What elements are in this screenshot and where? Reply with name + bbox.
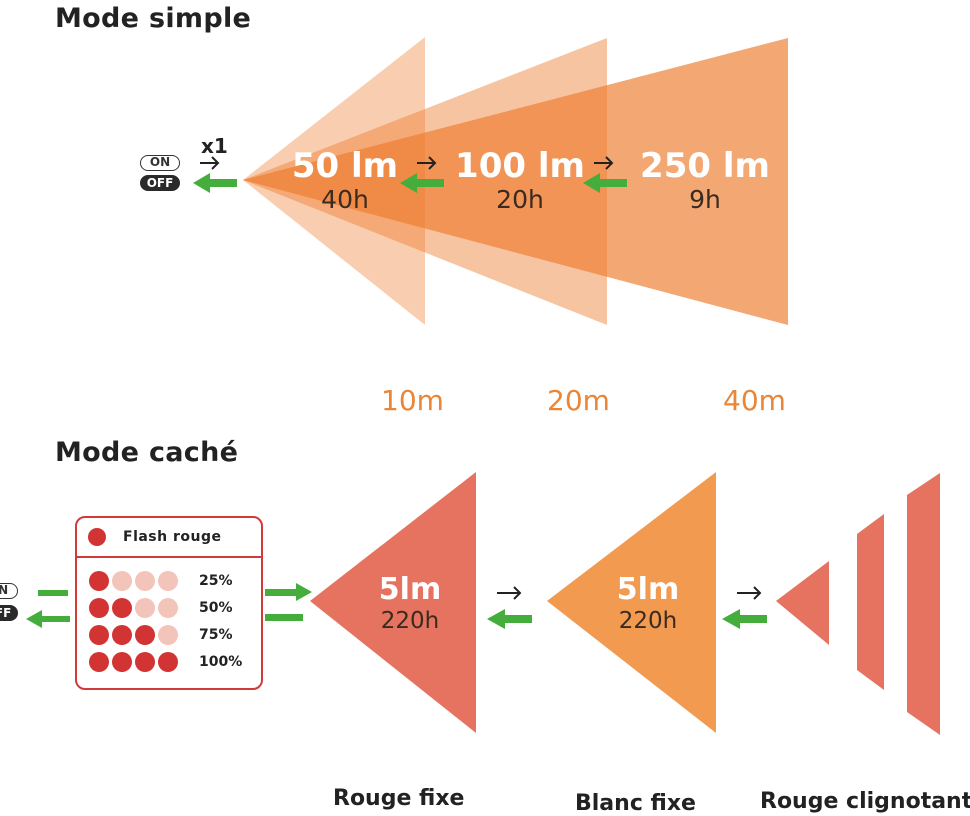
mode-simple-diagram (193, 37, 788, 325)
empty-dot-icon (158, 597, 178, 618)
panel-header: Flash rouge (77, 518, 261, 558)
forward-arrow-icon (737, 586, 762, 600)
beam-duration-label: 20h (496, 185, 544, 214)
on-badge: ON (0, 583, 18, 599)
battery-level-list: 25% 50% 75% 100% (77, 558, 261, 675)
beam-rouge-fixe (310, 472, 476, 733)
battery-level-row: 75% (89, 621, 261, 648)
empty-dot-icon (112, 570, 132, 591)
forward-arrow-icon (200, 156, 220, 170)
filled-dot-icon (89, 597, 109, 618)
forward-arrow-icon (417, 156, 437, 170)
filled-dot-icon (89, 570, 109, 591)
off-badge: OFF (140, 175, 180, 191)
back-arrow-icon (400, 173, 444, 193)
distance-label: 10m (381, 384, 444, 417)
filled-dot-icon (135, 651, 155, 672)
beam-mode-label: Rouge clignotant (760, 789, 970, 814)
distance-label: 20m (547, 384, 610, 417)
back-arrow-icon (26, 610, 70, 628)
forward-arrow-icon (265, 583, 312, 601)
back-arrow-icon (193, 173, 237, 193)
beam-mode-label: Rouge fixe (333, 786, 465, 811)
beam-duration-label: 220h (380, 608, 440, 634)
beam-250lm (243, 38, 788, 325)
beam-lumen-label: 100 lm (455, 146, 585, 186)
panel-header-label: Flash rouge (123, 529, 222, 545)
forward-arrow-icon (594, 156, 614, 170)
battery-level-row: 100% (89, 648, 261, 675)
mode-simple-title: Mode simple (55, 3, 252, 34)
mode-cache-diagram (26, 472, 940, 735)
filled-dot-icon (112, 597, 132, 618)
forward-arrow-icon (497, 586, 522, 600)
filled-dot-icon (135, 624, 155, 645)
beam-duration-label: 9h (689, 185, 721, 214)
battery-level-label: 75% (199, 626, 233, 643)
filled-dot-icon (158, 651, 178, 672)
press-count-label: x1 (201, 134, 228, 158)
empty-dot-icon (135, 597, 155, 618)
back-arrow-icon (265, 614, 303, 621)
back-arrow-icon (722, 609, 767, 629)
back-arrow-icon (583, 173, 627, 193)
battery-level-label: 50% (199, 599, 233, 616)
battery-level-row: 50% (89, 594, 261, 621)
beam-lumen-label: 5lm (378, 572, 442, 607)
battery-level-label: 100% (199, 653, 243, 670)
filled-dot-icon (112, 624, 132, 645)
filled-dot-icon (89, 624, 109, 645)
filled-dot-icon (89, 651, 109, 672)
beam-lumen-label: 50 lm (291, 146, 399, 186)
filled-dot-icon (112, 651, 132, 672)
empty-dot-icon (158, 624, 178, 645)
beam-lumen-label: 5lm (616, 572, 680, 607)
beam-duration-label: 40h (321, 185, 369, 214)
empty-dot-icon (158, 570, 178, 591)
back-arrow-icon (487, 609, 532, 629)
empty-dot-icon (135, 570, 155, 591)
beam-blanc-fixe (547, 472, 716, 733)
beam-lumen-label: 250 lm (640, 146, 770, 186)
distance-label: 40m (723, 384, 786, 417)
beam-duration-label: 220h (618, 608, 678, 634)
battery-level-label: 25% (199, 572, 233, 589)
off-badge: OFF (0, 605, 18, 621)
beam-rouge-clignotant (776, 473, 940, 735)
mode-cache-title: Mode caché (55, 437, 239, 468)
battery-level-row: 25% (89, 567, 261, 594)
forward-arrow-icon (38, 590, 68, 596)
on-badge: ON (140, 155, 180, 171)
flash-rouge-panel: Flash rouge 25% 50% 75% 100% (75, 516, 263, 690)
red-dot-icon (88, 528, 106, 546)
